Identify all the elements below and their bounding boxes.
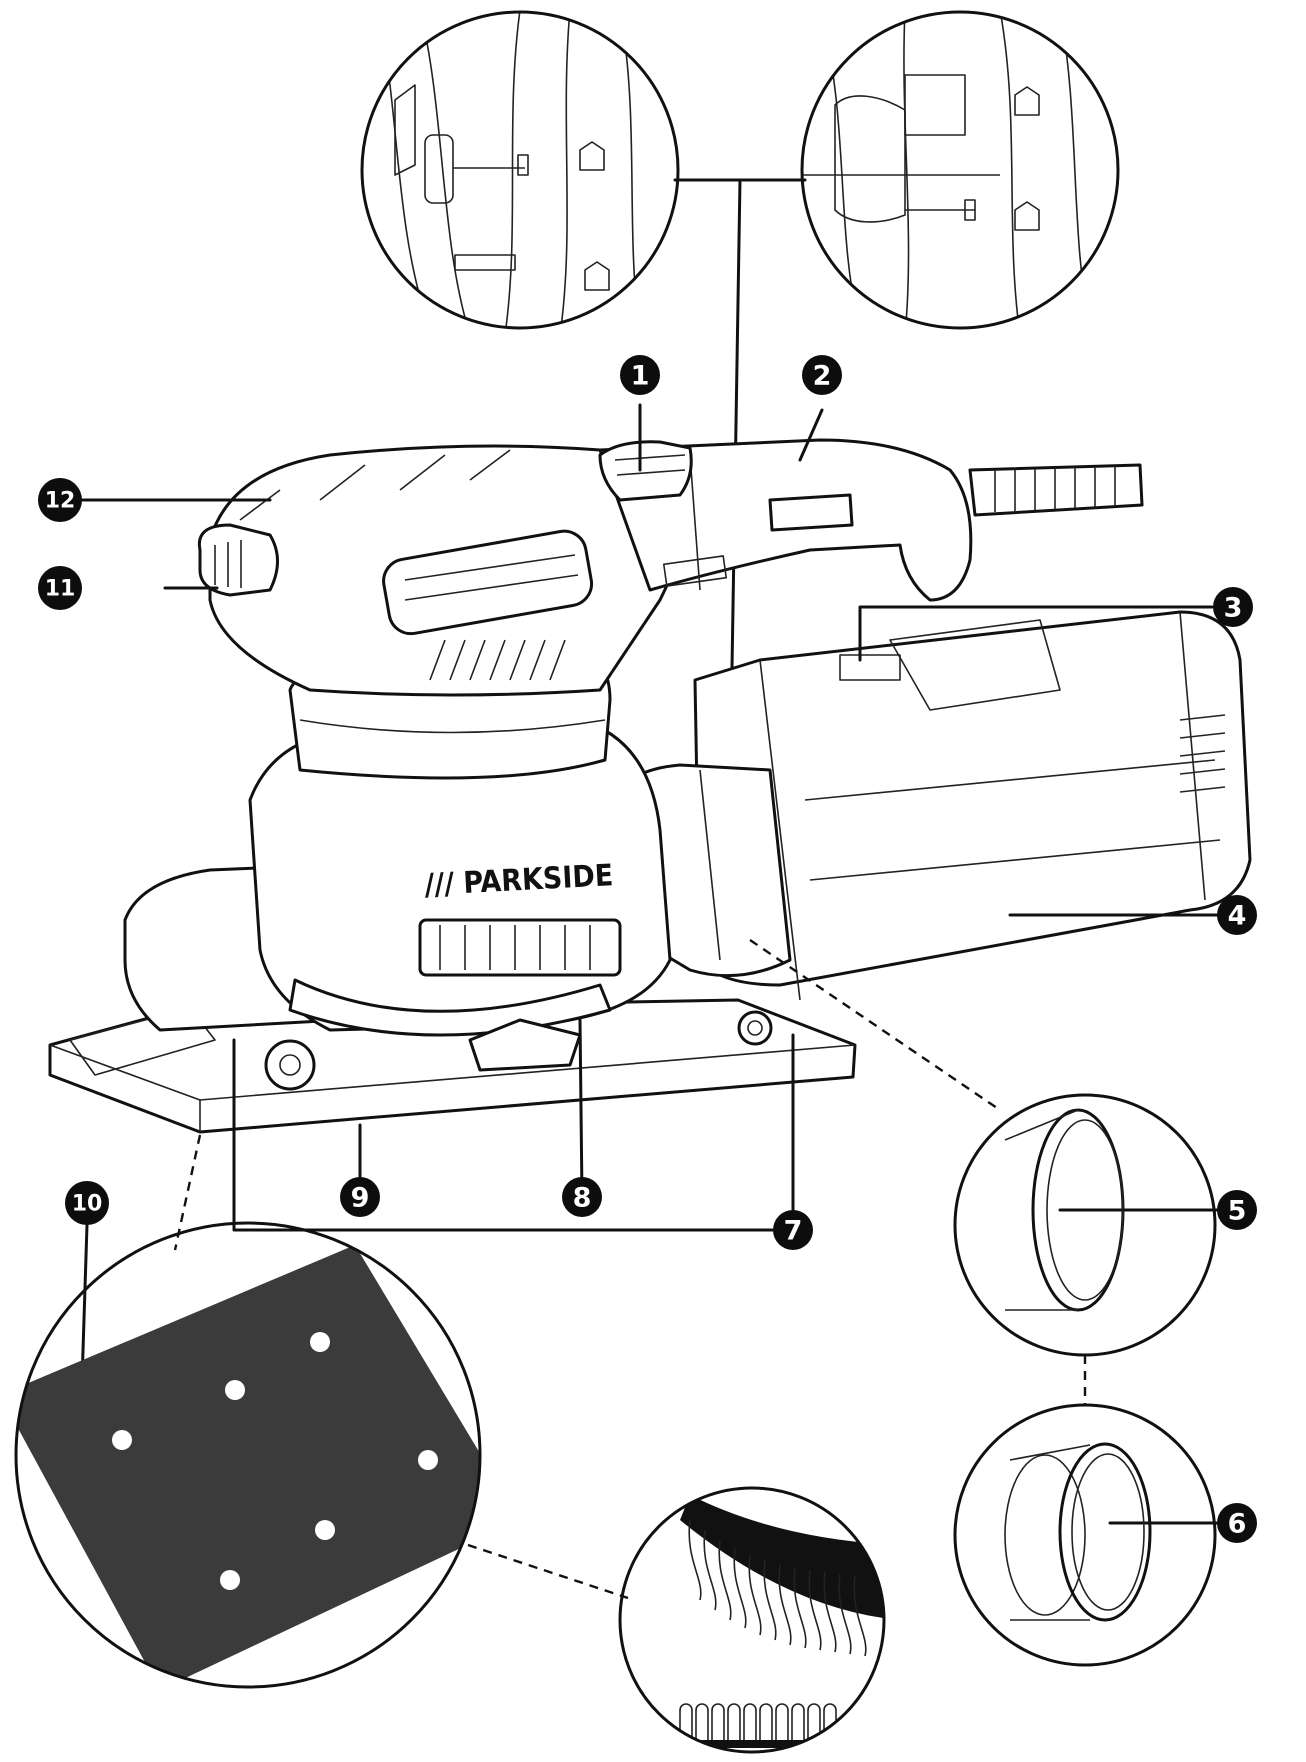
- callout-5: 5: [1217, 1190, 1257, 1230]
- detail-circle-adapter-tube: [953, 1403, 1217, 1667]
- detail-circle-top-right: [800, 10, 1120, 330]
- detail-circle-hook-and-loop: [618, 1486, 886, 1754]
- detail-circle-sanding-paper: [14, 1221, 482, 1689]
- callout-3: 3: [1213, 587, 1253, 627]
- dash-detail10-to-velcro: [467, 1543, 629, 1600]
- dash-outlet-to-detail5: [749, 939, 1001, 1111]
- svg-text:7: 7: [784, 1216, 803, 1247]
- svg-text:4: 4: [1228, 901, 1247, 932]
- sander-illustration: /// PARKSIDE: [48, 438, 1252, 1134]
- callout-9: 9: [340, 1177, 380, 1217]
- detail-circle-top-left: [360, 10, 680, 330]
- svg-text:12: 12: [45, 489, 76, 514]
- svg-text:9: 9: [351, 1183, 370, 1214]
- callout-12: 12: [38, 478, 82, 522]
- callout-10: 10: [65, 1181, 109, 1225]
- svg-text:6: 6: [1228, 1509, 1247, 1540]
- callout-2: 2: [802, 355, 842, 395]
- svg-text:10: 10: [72, 1192, 103, 1217]
- detail-circle-adapter-ring: [953, 1093, 1217, 1357]
- callout-1: 1: [620, 355, 660, 395]
- callout-4: 4: [1217, 895, 1257, 935]
- svg-text:8: 8: [573, 1183, 592, 1214]
- svg-text:1: 1: [631, 361, 650, 392]
- svg-text:11: 11: [45, 577, 76, 602]
- callout-7-clamp-right: 7: [773, 1210, 813, 1250]
- svg-text:2: 2: [813, 361, 832, 392]
- callout-6: 6: [1217, 1503, 1257, 1543]
- callout-8: 8: [562, 1177, 602, 1217]
- callout-11: 11: [38, 566, 82, 610]
- svg-text:3: 3: [1224, 593, 1243, 624]
- svg-text:5: 5: [1228, 1196, 1247, 1227]
- leader-lines: [78, 403, 1220, 1525]
- dash-plate-to-detail10: [173, 1134, 202, 1251]
